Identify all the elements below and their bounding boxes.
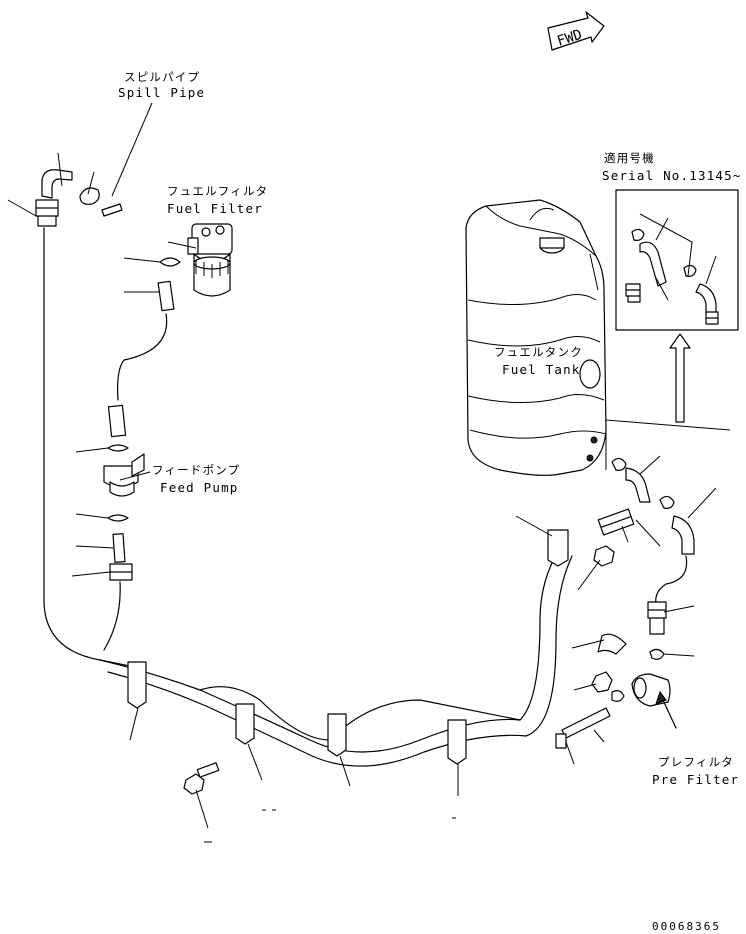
fuel-tank-label: フュエルタンク Fuel Tank xyxy=(494,345,583,377)
serial-note: 適用号機 Serial No.13145~ xyxy=(602,151,742,183)
stray-marks xyxy=(204,809,456,843)
fuel-tank xyxy=(465,199,607,476)
washer xyxy=(159,257,181,267)
spill-pipe-label-en: Spill Pipe xyxy=(118,85,205,100)
pre-filter-hose xyxy=(555,707,611,765)
filter-to-pump-hose xyxy=(117,313,168,401)
tank-outlet-assembly xyxy=(597,419,731,635)
pre-filter-label: プレフィルタ Pre Filter xyxy=(652,755,739,787)
fuel-filter-label: フュエルフィルタ Fuel Filter xyxy=(167,184,268,216)
detail-inset xyxy=(615,189,739,331)
spill-pipe-assembly xyxy=(7,152,131,667)
feed-pump-label-jp: フィードポンプ xyxy=(152,463,240,477)
feed-pump-label-en: Feed Pump xyxy=(160,480,239,495)
serial-note-en: Serial No.13145~ xyxy=(602,168,742,183)
drawing-number: 00068365 xyxy=(652,920,721,933)
nipple xyxy=(157,280,175,312)
feed-pump xyxy=(71,404,151,651)
spill-pipe-leader xyxy=(111,102,153,197)
bolt xyxy=(577,545,615,591)
pre-filter-label-en: Pre Filter xyxy=(652,772,739,787)
pre-filter-label-jp: プレフィルタ xyxy=(658,755,734,769)
detail-arrow xyxy=(669,333,691,423)
fuel-tank-label-en: Fuel Tank xyxy=(502,362,581,377)
return-hose xyxy=(43,227,131,667)
bolt xyxy=(183,762,220,829)
fuel-pipe-routing xyxy=(99,515,573,796)
fuel-filter xyxy=(187,223,233,297)
spill-pipe-label-jp: スピルパイプ xyxy=(124,70,200,84)
pre-filter xyxy=(571,633,695,729)
fwd-arrow: FWD xyxy=(547,11,605,51)
fwd-label: FWD xyxy=(555,27,584,50)
fuel-filter-label-jp: フュエルフィルタ xyxy=(167,184,268,198)
fuel-tank-label-jp: フュエルタンク xyxy=(494,345,583,359)
serial-note-jp: 適用号機 xyxy=(604,151,655,165)
feed-pump-label: フィードポンプ Feed Pump xyxy=(152,463,240,495)
fuel-filter-label-en: Fuel Filter xyxy=(167,201,263,216)
spill-pipe-label: スピルパイプ Spill Pipe xyxy=(118,70,205,100)
